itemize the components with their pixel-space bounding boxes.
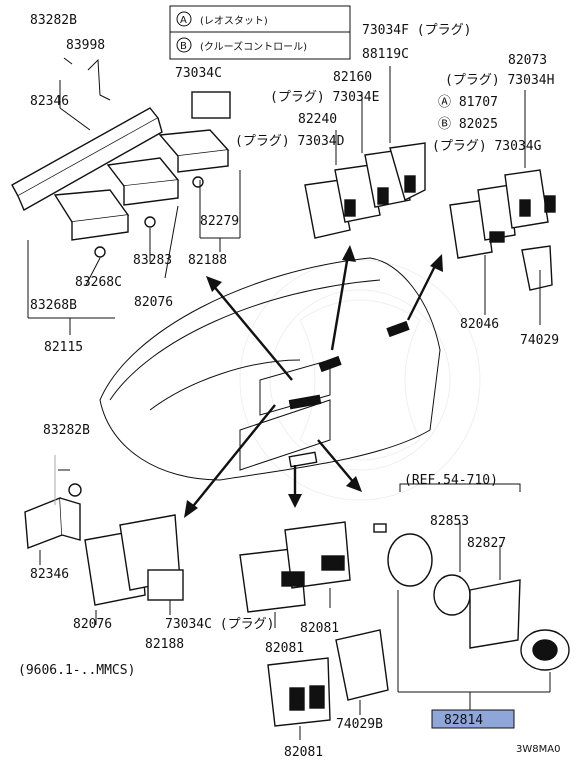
label-diagram-code: 3W8MA0 — [516, 744, 560, 755]
label-73034c-bottom[interactable]: 73034C (プラグ) — [165, 617, 274, 632]
legend-a-text: (レオスタット) — [200, 15, 268, 27]
label-74029[interactable]: 74029 — [520, 333, 559, 348]
switch-group-right — [449, 90, 556, 325]
label-82853[interactable]: 82853 — [430, 514, 469, 529]
label-82160[interactable]: 82160 — [333, 70, 372, 85]
label-82081-bottom[interactable]: 82081 — [284, 745, 323, 760]
label-applicability[interactable]: (9606.1-..MMCS) — [18, 663, 135, 678]
label-74029b[interactable]: 74029B — [336, 717, 383, 732]
label-83268b[interactable]: 83268B — [30, 298, 77, 313]
switch-group-center — [304, 66, 426, 239]
label-82046[interactable]: 82046 — [460, 317, 499, 332]
label-82827[interactable]: 82827 — [467, 536, 506, 551]
label-82346-top[interactable]: 82346 — [30, 94, 69, 109]
label-82076-top[interactable]: 82076 — [134, 295, 173, 310]
label-82346-bottom[interactable]: 82346 — [30, 567, 69, 582]
highlight-box — [431, 709, 515, 729]
label-73034c-top[interactable]: 73034C — [175, 66, 222, 81]
switch-group-lower — [239, 521, 389, 740]
leaders-left — [27, 170, 241, 335]
label-83282b-top[interactable]: 83282B — [30, 13, 77, 28]
switch-blanks-lower-left — [84, 514, 184, 625]
label-73034d[interactable]: (プラグ) 73034D — [235, 134, 345, 149]
legend-b-marker: B — [180, 41, 187, 52]
label-82076-bottom[interactable]: 82076 — [73, 617, 112, 632]
legend-box: A (レオスタット) B (クルーズコントロール) — [169, 5, 351, 60]
bracket-group — [24, 455, 82, 565]
label-83282b-bottom[interactable]: 83282B — [43, 423, 90, 438]
label-73034f[interactable]: 73034F (プラグ) — [362, 23, 471, 38]
legend-a-marker: A — [180, 15, 187, 26]
label-82240[interactable]: 82240 — [298, 112, 337, 127]
label-73034g[interactable]: (プラグ) 73034G — [432, 139, 542, 154]
label-82279[interactable]: 82279 — [200, 214, 239, 229]
label-83998[interactable]: 83998 — [66, 38, 105, 53]
part-labels[interactable]: 83282B 83998 82346 73034C 73034F (プラグ) 8… — [18, 13, 560, 760]
dashboard-outline — [99, 257, 441, 481]
label-circ-b[interactable]: Ⓑ 82025 — [438, 117, 498, 132]
label-82188-bottom[interactable]: 82188 — [145, 637, 184, 652]
cigar-lighter-group — [373, 483, 570, 710]
watermark — [239, 259, 481, 501]
label-82081-left[interactable]: 82081 — [265, 641, 304, 656]
label-73034e[interactable]: (プラグ) 73034E — [270, 90, 379, 105]
label-83283[interactable]: 83283 — [133, 253, 172, 268]
legend-b-text: (クルーズコントロール) — [200, 40, 307, 53]
label-82814[interactable]: 82814 — [444, 713, 483, 728]
label-82081-right[interactable]: 82081 — [300, 621, 339, 636]
label-73034h[interactable]: (プラグ) 73034H — [445, 73, 554, 88]
label-circ-a[interactable]: Ⓐ 81707 — [438, 95, 498, 110]
label-ref[interactable]: (REF.54-710) — [404, 473, 498, 488]
label-82188-top[interactable]: 82188 — [188, 253, 227, 268]
label-82115[interactable]: 82115 — [44, 340, 83, 355]
label-83268c[interactable]: 83268C — [75, 275, 122, 290]
label-82073[interactable]: 82073 — [508, 53, 547, 68]
label-88119c[interactable]: 88119C — [362, 47, 409, 62]
group-top-left — [11, 57, 163, 211]
callout-arrows — [184, 245, 443, 518]
switch-blanks-left — [53, 91, 231, 258]
